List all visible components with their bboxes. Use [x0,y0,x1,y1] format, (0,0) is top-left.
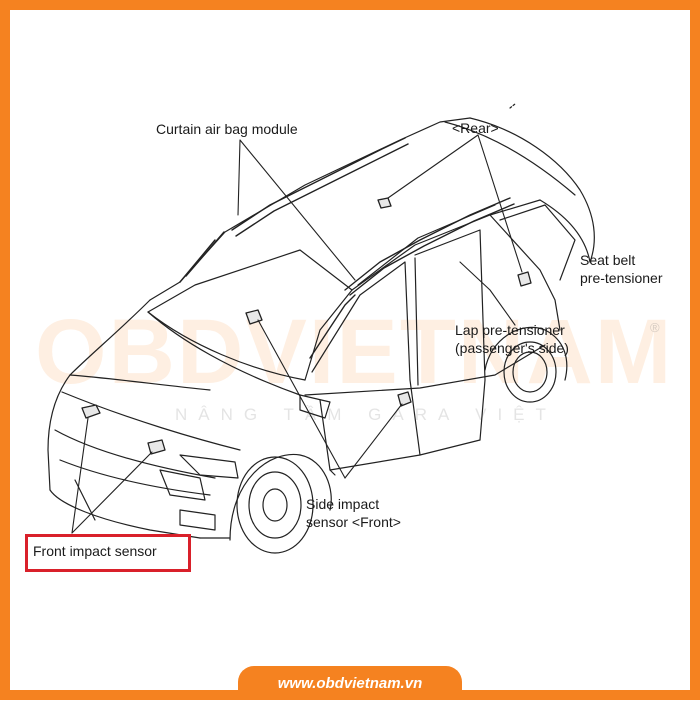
rear-sensor [377,197,392,209]
label-rear: <Rear> [452,120,499,136]
label-front-impact-sensor: Front impact sensor [33,543,157,559]
label-lap-pretensioner-line1: Lap pre-tensioner [455,322,565,338]
seatbelt-pretensioner-part [517,271,532,287]
car-body-outline [47,103,595,554]
leader-lines [71,134,523,534]
footer-website-link[interactable]: www.obdvietnam.vn [277,675,423,692]
label-side-impact-line1: Side impact [306,496,380,512]
side-impact-sensor-b [397,391,412,407]
label-curtain-airbag-module: Curtain air bag module [156,121,298,137]
front-impact-sensor-right [147,439,166,455]
curtain-airbag-modules [179,137,515,359]
sensor-components [81,197,532,455]
label-lap-pretensioner-line2: (passenger's side) [455,340,569,356]
label-side-impact-line2: sensor <Front> [306,514,401,530]
label-seat-belt-line1: Seat belt [580,252,636,268]
label-seat-belt-line2: pre-tensioner [580,270,663,286]
front-impact-sensor-left [81,404,101,419]
footer-url-badge: www.obdvietnam.vn [238,666,462,700]
front-impact-highlight-box [25,534,191,572]
